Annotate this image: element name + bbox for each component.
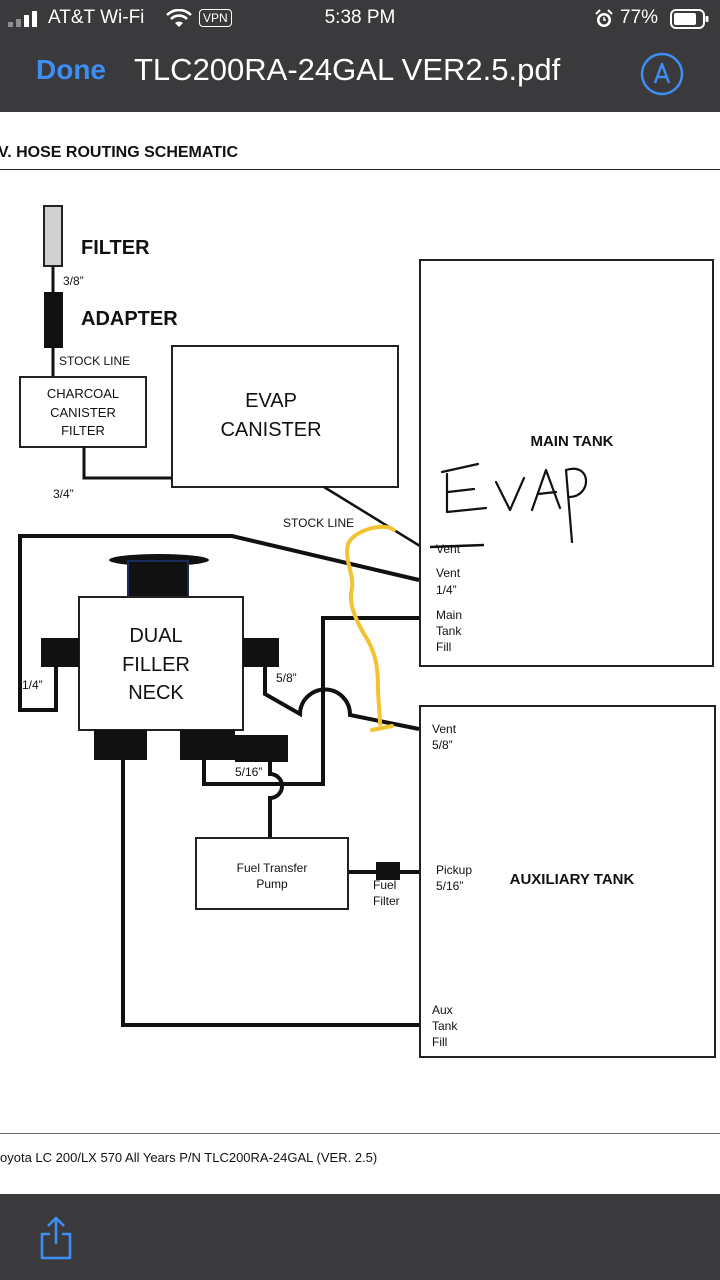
navigation-bar: Done TLC200RA-24GAL VER2.5.pdf: [0, 38, 720, 112]
main-vent-label-line2: 1/4”: [436, 583, 457, 597]
cellular-signal-icon: [8, 11, 37, 27]
pump-label-line2: Pump: [256, 877, 288, 891]
aux-vent-line2: 5/8”: [432, 738, 453, 752]
pickup-line1: Pickup: [436, 863, 472, 877]
main-vent-struck-label: Vent: [436, 542, 461, 556]
main-tank-label: MAIN TANK: [530, 433, 613, 450]
section-heading: V. HOSE ROUTING SCHEMATIC: [0, 144, 239, 161]
aux-vent-line1: Vent: [432, 722, 457, 736]
battery-icon: [670, 9, 709, 29]
main-fill-label-line3: Fill: [436, 640, 451, 654]
evap-canister-box: [171, 345, 399, 488]
wifi-icon: [166, 9, 192, 27]
charcoal-canister-filter-box: [19, 376, 147, 448]
evap-canister-line2: CANISTER: [220, 419, 321, 441]
vpn-badge: VPN: [199, 9, 232, 27]
battery-percentage: 77%: [620, 7, 659, 28]
aux-fill-line1: Aux: [432, 1003, 453, 1017]
fuel-filter-line2: Filter: [373, 894, 400, 908]
charcoal-label-line1: CHARCOAL: [47, 386, 119, 401]
aux-fill-line2: Tank: [432, 1019, 458, 1033]
charcoal-label-line2: CANISTER: [50, 405, 116, 420]
adapter-element: [44, 292, 63, 348]
done-button[interactable]: Done: [36, 54, 106, 85]
fuel-transfer-pump-box: [195, 837, 349, 910]
size-3-8-label: 3/8”: [63, 274, 84, 288]
main-fill-label-line2: Tank: [436, 624, 462, 638]
footer-divider: [0, 1133, 720, 1134]
handwritten-evap-note: [440, 462, 588, 544]
filler-neck-line2: FILLER: [122, 654, 190, 676]
markup-pen-icon[interactable]: [640, 52, 684, 96]
filter-element: [43, 205, 63, 267]
carrier-name: AT&T Wi-Fi: [48, 7, 145, 28]
main-fill-label-line1: Main: [436, 608, 462, 622]
size-3-4-label: 3/4”: [53, 487, 74, 501]
main-tank-box: [419, 259, 714, 667]
fuel-filter-line1: Fuel: [373, 878, 396, 892]
filter-label: FILTER: [81, 237, 150, 259]
charcoal-label-line3: FILTER: [61, 423, 105, 438]
document-title: TLC200RA-24GAL VER2.5.pdf: [134, 52, 561, 87]
bottom-toolbar: [0, 1194, 720, 1280]
size-5-16-label: 5/16”: [235, 765, 262, 779]
inline-fuel-filter: [376, 862, 400, 880]
handwritten-strike-line: [429, 543, 485, 549]
pdf-page: V. HOSE ROUTING SCHEMATIC FILTER 3/8” AD…: [0, 112, 720, 1194]
stock-line-mid-label: STOCK LINE: [283, 516, 354, 530]
adapter-label: ADAPTER: [81, 308, 178, 330]
main-vent-label-line1: Vent: [436, 566, 461, 580]
evap-canister-line1: EVAP: [245, 390, 297, 412]
pump-label-line1: Fuel Transfer: [237, 861, 308, 875]
auxiliary-tank-label: AUXILIARY TANK: [510, 871, 635, 888]
yellow-annotation-stroke: [345, 524, 396, 732]
filler-neck-line1: DUAL: [129, 625, 182, 647]
stock-line-top-label: STOCK LINE: [59, 354, 130, 368]
hose-routing-schematic: FILTER 3/8” ADAPTER STOCK LINE CHARCOAL …: [18, 205, 716, 1058]
filler-neck-line3: NECK: [128, 682, 184, 704]
clock-time: 5:38 PM: [324, 7, 396, 28]
share-icon[interactable]: [36, 1214, 76, 1262]
page-footer: oyota LC 200/LX 570 All Years P/N TLC200…: [0, 1150, 378, 1165]
auxiliary-tank-box: [419, 705, 716, 1058]
heading-divider: [0, 169, 720, 170]
status-bar: AT&T Wi-Fi VPN 5:38 PM 77%: [0, 0, 720, 38]
aux-fill-line3: Fill: [432, 1035, 447, 1049]
pickup-line2: 5/16”: [436, 879, 463, 893]
alarm-clock-icon: [595, 9, 613, 27]
size-5-8-label: 5/8”: [276, 671, 297, 685]
size-1-4-left-label: 1/4”: [22, 678, 43, 692]
